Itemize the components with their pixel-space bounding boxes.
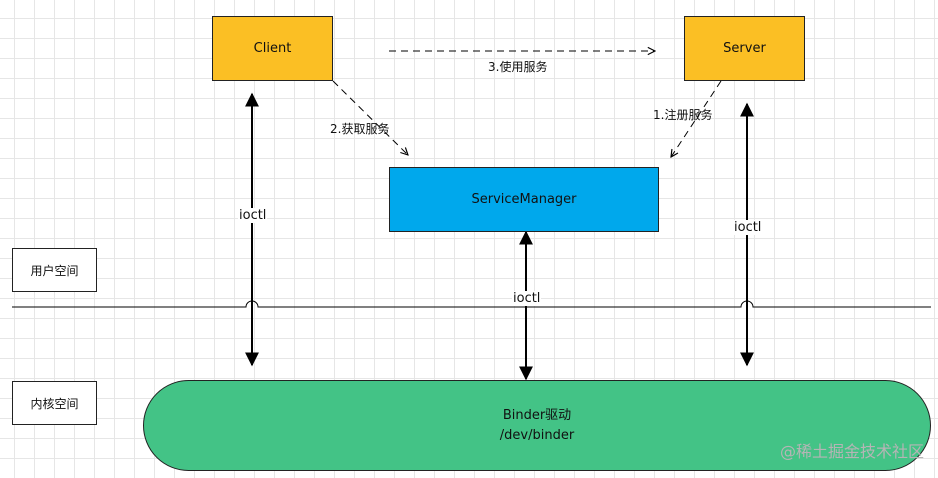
client-label: Client	[253, 41, 292, 56]
binder-driver-label: Binder驱动	[502, 407, 572, 423]
service-manager-label: ServiceManager	[471, 192, 577, 207]
binder-device-path: /dev/binder	[499, 427, 575, 443]
kernel-space-label: 内核空间	[30, 396, 79, 411]
use-service-label: 3.使用服务	[488, 60, 548, 74]
server-label: Server	[723, 41, 766, 56]
user-kernel-boundary-line	[12, 300, 931, 308]
service-manager-box[interactable]: ServiceManager	[389, 167, 659, 232]
user-space-label: 用户空间	[30, 263, 79, 278]
register-service-arrow	[671, 80, 722, 157]
client-box[interactable]: Client	[212, 16, 333, 81]
client-ioctl-label: ioctl	[238, 208, 268, 223]
server-ioctl-label: ioctl	[733, 220, 763, 235]
kernel-space-box[interactable]: 内核空间	[12, 381, 97, 425]
binder-driver-box[interactable]: Binder驱动 /dev/binder	[143, 380, 931, 471]
watermark: @稀土掘金技术社区	[779, 442, 924, 461]
user-space-box[interactable]: 用户空间	[12, 248, 97, 292]
servicemanager-ioctl-label: ioctl	[512, 291, 542, 306]
get-service-label: 2.获取服务	[330, 122, 390, 136]
server-box[interactable]: Server	[684, 16, 805, 81]
register-service-label: 1.注册服务	[653, 108, 713, 122]
get-service-arrow	[332, 80, 408, 155]
